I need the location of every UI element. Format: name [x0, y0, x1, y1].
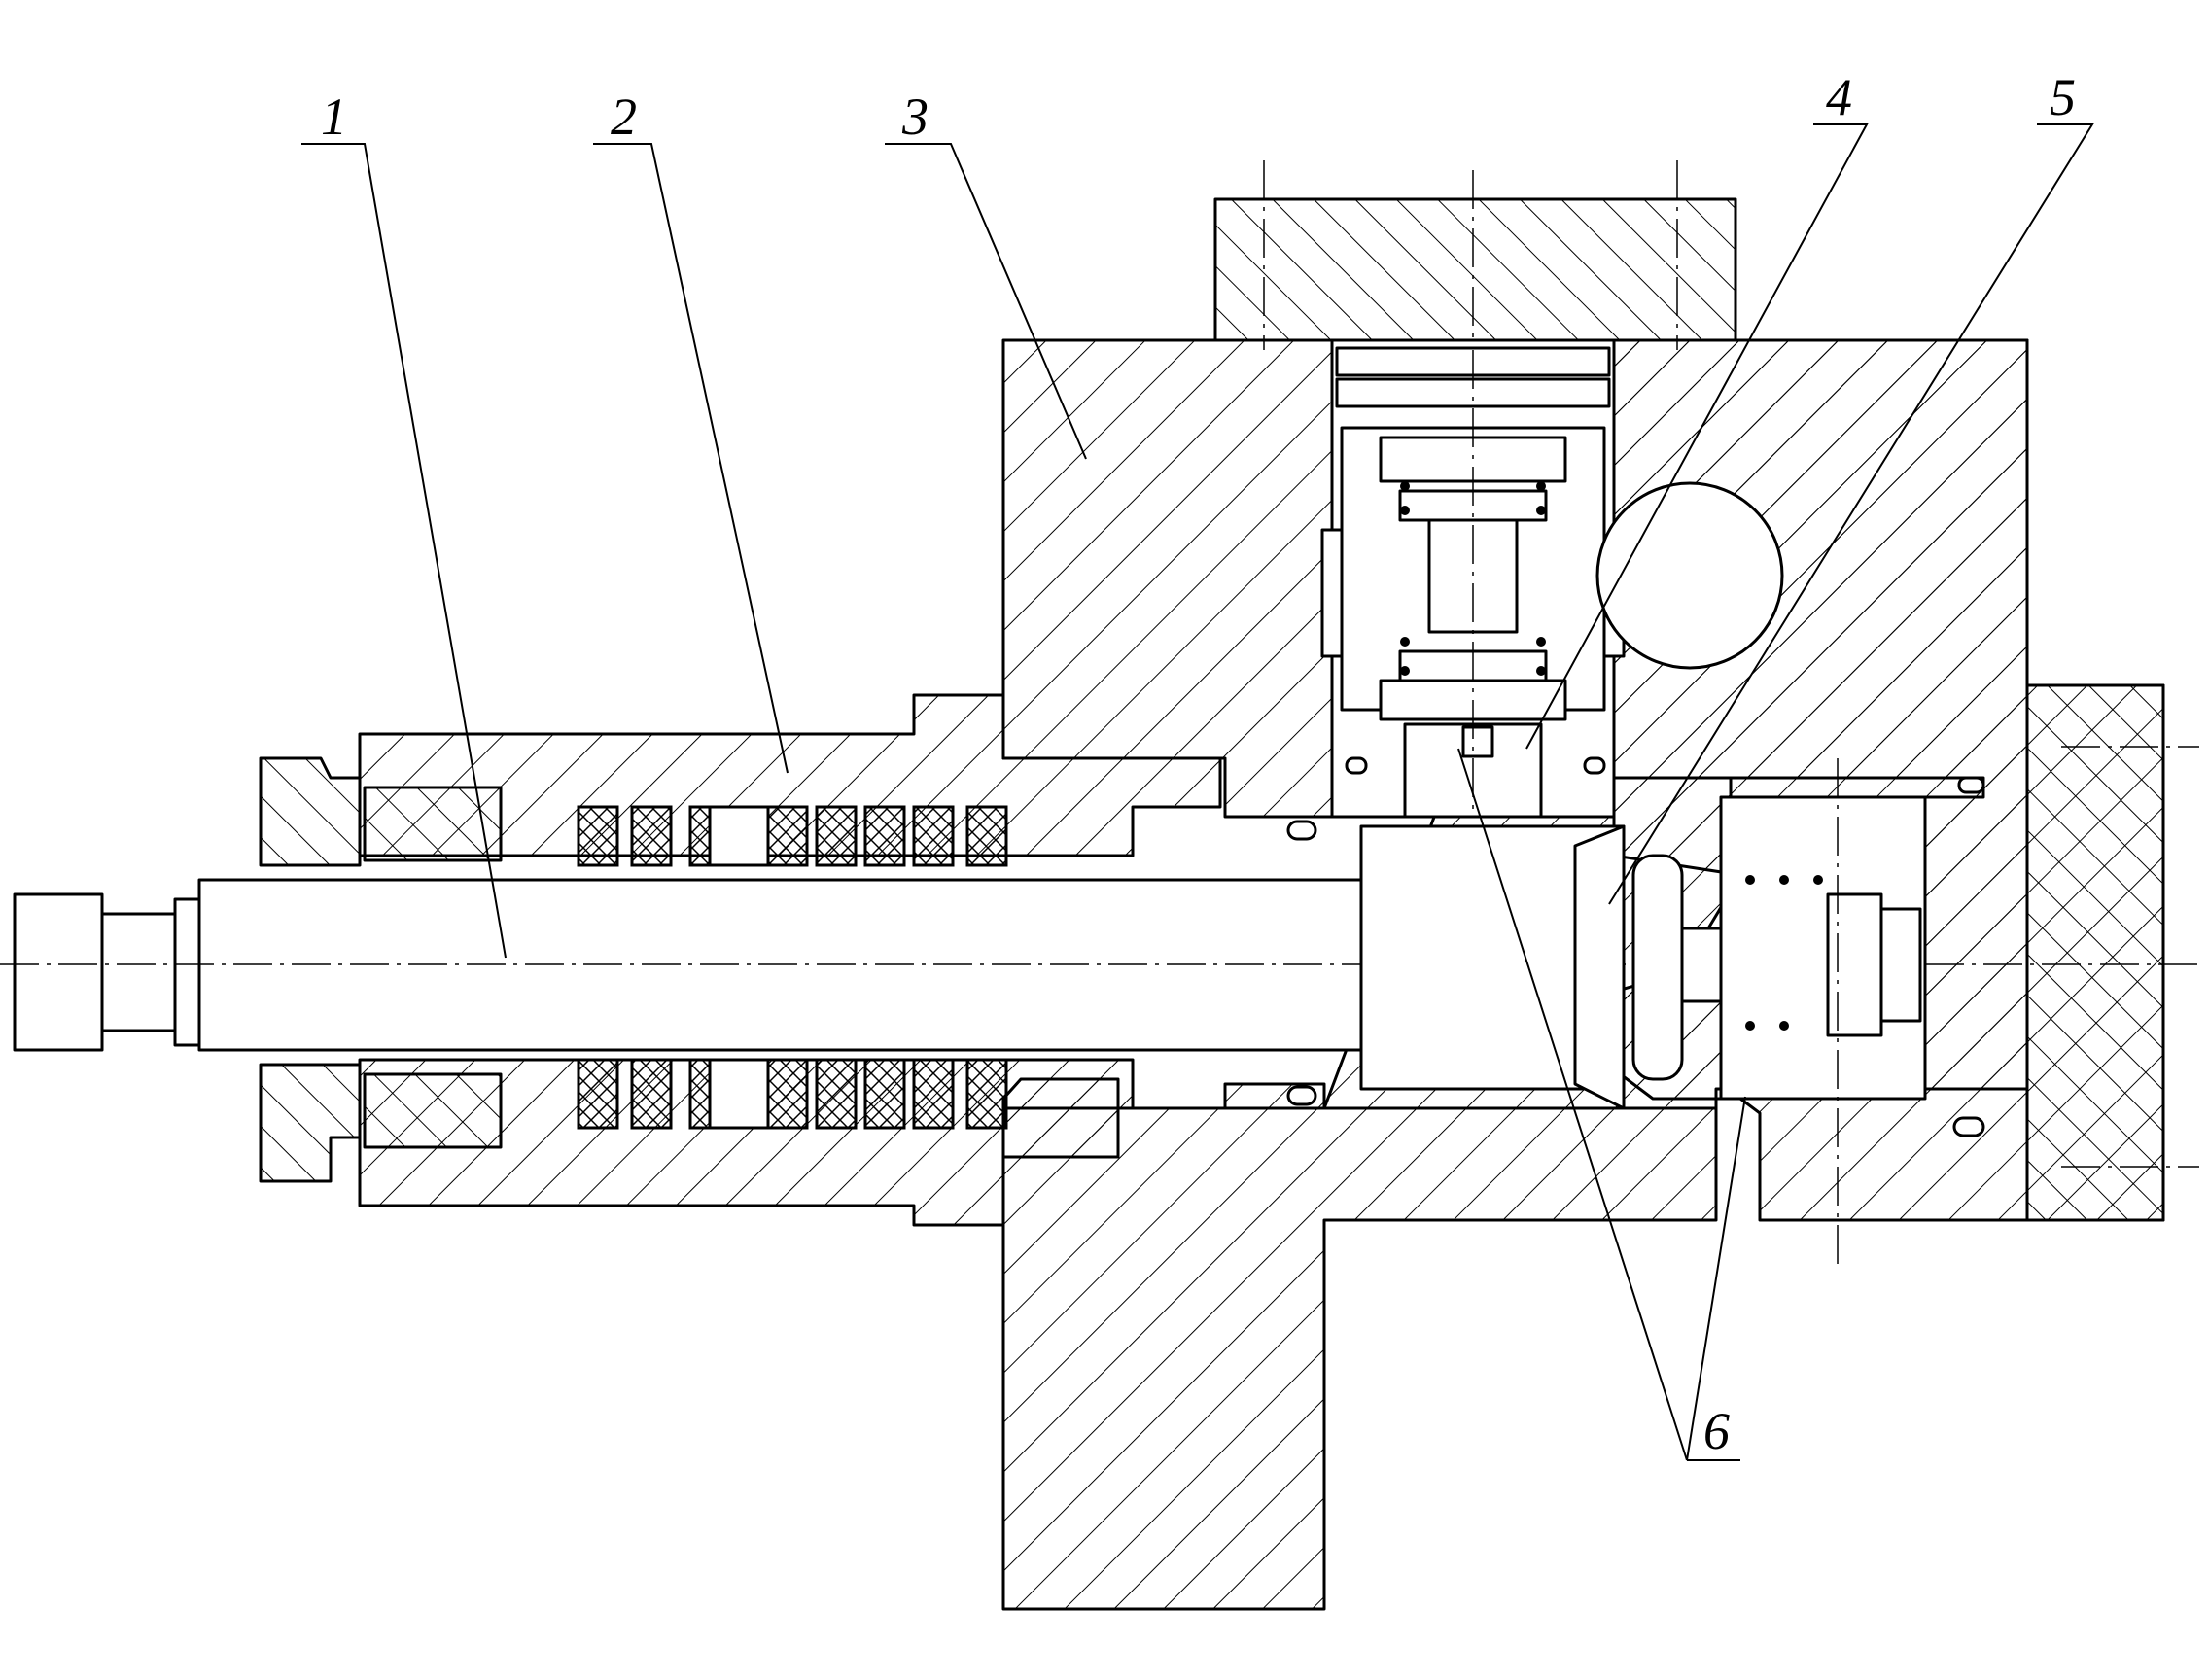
spring-dots	[1400, 481, 1546, 676]
valve-chamber	[1320, 338, 1626, 819]
callout-1: 1	[321, 88, 347, 146]
top-flange	[1213, 160, 1737, 350]
o-rings	[1286, 756, 1985, 1138]
callout-4: 4	[1826, 68, 1852, 126]
packing-rings	[577, 805, 1008, 1130]
callout-3: 3	[901, 88, 929, 146]
callout-2: 2	[611, 88, 637, 146]
callout-labels: 1 2 3 4 5 6	[321, 68, 2076, 1460]
callout-5: 5	[2050, 68, 2076, 126]
leader-lines	[301, 123, 2094, 1461]
ball	[1595, 481, 1784, 670]
callout-6: 6	[1703, 1402, 1730, 1460]
poppet	[1359, 758, 1927, 1264]
